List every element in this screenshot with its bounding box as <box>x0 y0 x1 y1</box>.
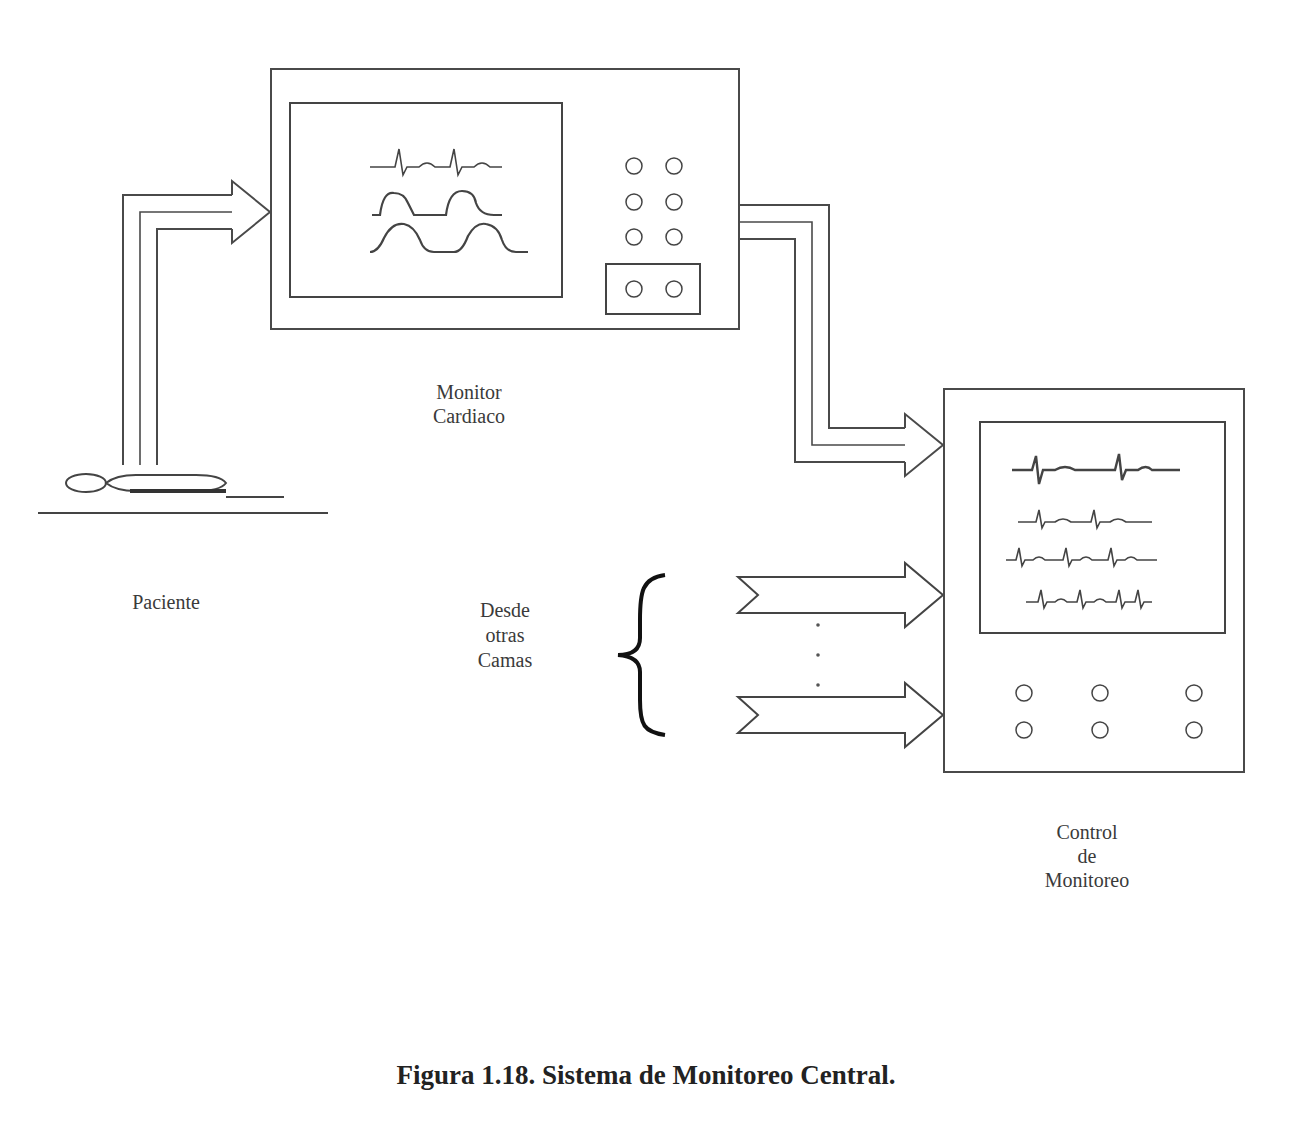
curly-bracket <box>618 575 665 735</box>
pleth-wave <box>370 224 528 252</box>
ecg-wave <box>1018 510 1152 528</box>
node-label: Paciente <box>132 590 200 614</box>
control-screen <box>980 422 1225 633</box>
node-label: Control de Monitoreo <box>1045 820 1129 892</box>
control-buttons <box>1016 685 1202 738</box>
arrowhead <box>905 414 943 476</box>
source-label: Desde otras Camas <box>478 598 532 673</box>
ecg-wave <box>1012 454 1180 484</box>
monitor-screen <box>290 103 562 297</box>
signal-arrow <box>740 222 943 476</box>
patient-node: Paciente <box>40 465 330 515</box>
monitor-buttons <box>606 158 700 314</box>
ecg-wave <box>370 149 502 175</box>
ellipsis-dots <box>816 623 820 687</box>
arrow-band-inner <box>140 212 232 465</box>
ecg-wave <box>1026 590 1152 608</box>
arrowhead-fill <box>905 414 943 476</box>
patient-figure <box>38 474 328 513</box>
ecg-wave <box>1006 548 1157 566</box>
pressure-wave <box>372 191 502 215</box>
arrow-band <box>140 212 232 465</box>
arrow-centre-line <box>140 212 232 465</box>
signal-arrow <box>140 181 270 465</box>
arrowhead-fill <box>232 181 270 243</box>
arrowhead <box>232 181 270 243</box>
bed-input-arrow <box>738 683 943 747</box>
figure-caption: Figura 1.18. Sistema de Monitoreo Centra… <box>0 1060 1292 1091</box>
cardiac-monitor-box: Monitor Cardiaco <box>270 68 740 330</box>
bed-input-arrow <box>738 563 943 627</box>
node-label: Monitor Cardiaco <box>433 380 505 428</box>
arrow-centre-line <box>740 222 905 445</box>
central-control-box: Control de Monitoreo <box>943 388 1245 773</box>
arrow-band <box>740 222 905 445</box>
arrow-band-inner <box>740 222 905 445</box>
